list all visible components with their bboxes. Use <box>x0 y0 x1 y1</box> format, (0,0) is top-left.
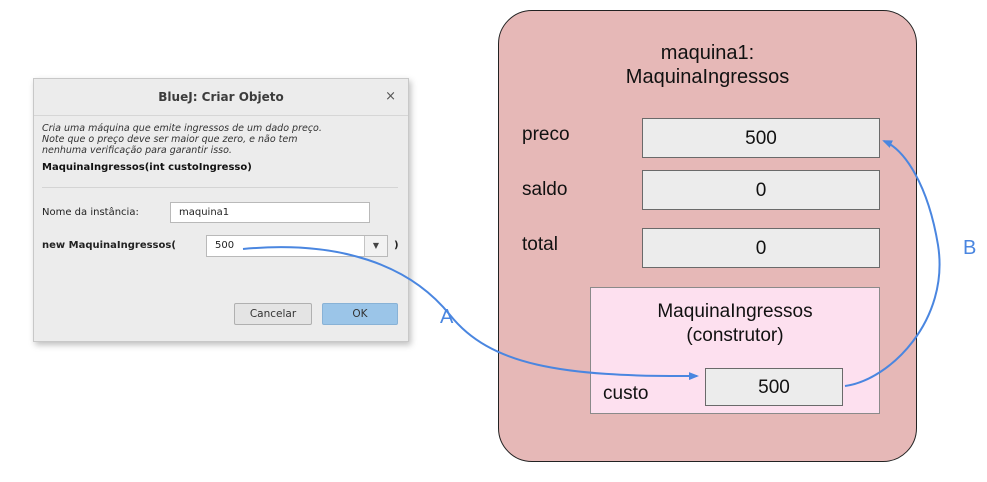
param-value-custo: 500 <box>705 368 843 406</box>
constructor-signature: MaquinaIngressos(int custoIngresso) <box>42 162 252 173</box>
field-value-total: 0 <box>642 228 880 268</box>
new-constructor-label: new MaquinaIngressos( <box>42 240 176 251</box>
field-value-preco: 500 <box>642 118 880 158</box>
constructor-title: MaquinaIngressos (construtor) <box>657 301 813 346</box>
param-name-custo: custo <box>603 383 649 404</box>
arrow-label-b: B <box>963 237 977 259</box>
parameter-value: 500 <box>215 240 235 251</box>
dialog-description: Cria uma máquina que emite ingressos de … <box>42 123 322 156</box>
close-icon[interactable]: × <box>385 89 396 104</box>
dialog-separator <box>42 187 398 188</box>
create-object-dialog: BlueJ: Criar Objeto × Cria uma máquina q… <box>33 78 409 342</box>
dialog-title: BlueJ: Criar Objeto <box>34 79 408 116</box>
field-name-total: total <box>522 234 558 255</box>
close-paren: ) <box>394 240 399 251</box>
arrow-a <box>242 246 699 381</box>
field-value-saldo: 0 <box>642 170 880 210</box>
cancel-button[interactable]: Cancelar <box>234 303 312 325</box>
chevron-down-icon[interactable]: ▼ <box>364 236 387 256</box>
object-title: maquina1: MaquinaIngressos <box>625 42 790 88</box>
instance-name-label: Nome da instância: <box>42 207 139 218</box>
field-name-saldo: saldo <box>522 179 568 200</box>
parameter-combo[interactable]: 500 ▼ <box>206 235 388 257</box>
ok-button[interactable]: OK <box>322 303 398 325</box>
arrow-label-a: A <box>440 306 454 328</box>
arrow-b <box>844 140 941 387</box>
field-name-preco: preco <box>522 124 570 145</box>
instance-name-input[interactable]: maquina1 <box>170 202 370 223</box>
